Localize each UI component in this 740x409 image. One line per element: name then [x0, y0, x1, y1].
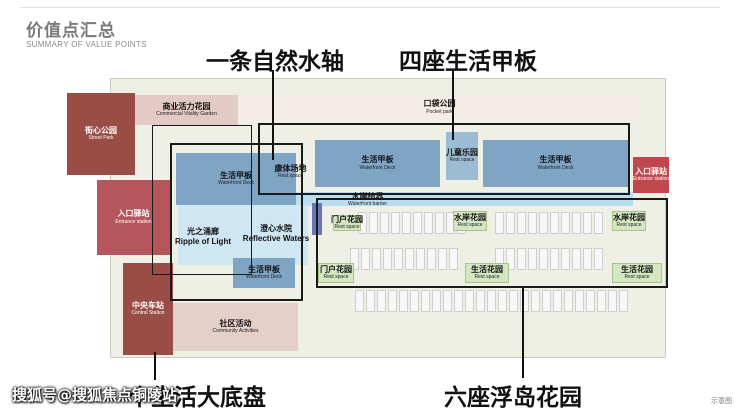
building-row-mid-right — [495, 248, 603, 270]
watermark: 搜狐号@搜狐焦点铜陵站 — [12, 386, 178, 404]
top-divider — [20, 7, 720, 8]
deck-1: 生活甲板 Waterfront Deck — [176, 153, 296, 205]
garden-living-2: 生活花园 Rest space — [612, 263, 662, 283]
community-activities: 社区活动 Community Activities — [173, 303, 298, 351]
frame-left — [170, 143, 303, 301]
entrance-station-left: 入口驿站 Entrance station — [97, 180, 170, 255]
callout-water-axis: 一条自然水轴 — [206, 49, 344, 75]
deck-3: 生活甲板 Waterfront Deck — [483, 140, 628, 187]
kids-park: 儿童乐园 Rest space — [446, 132, 478, 180]
frame-upper — [258, 123, 630, 195]
building-row-lower — [355, 290, 628, 312]
page-subtitle: SUMMARY OF VALUE POINTS — [26, 40, 147, 49]
entrance-station-right: 入口驿站 Entrance station — [633, 157, 669, 193]
street-park: 街心公园 Street Park — [67, 93, 135, 175]
garden-waterfront-2: 水岸花园 Rest space — [612, 211, 646, 231]
leader-ten-thousand-base — [154, 352, 156, 380]
ripple-of-light: 光之涌廊 Ripple of Light — [175, 226, 231, 246]
deck-4: 生活甲板 Waterfront Deck — [233, 258, 295, 288]
callout-ten-thousand-base: 个生活大底盘 — [128, 385, 266, 409]
pocket-park: 口袋公园 Pocket park — [238, 95, 641, 120]
building-row-mid — [350, 248, 458, 270]
water-pool-left — [178, 205, 308, 265]
callout-six-gardens: 六座浮岛花园 — [444, 385, 582, 409]
garden-waterfront-1: 水岸花园 Rest space — [453, 211, 487, 231]
garden-living-1: 生活花园 Rest space — [465, 263, 509, 283]
central-station: 中央车站 Central Station — [123, 263, 173, 355]
schematic-note: 示意图 — [711, 397, 732, 405]
commercial-vitality-garden: 商业活力花园 Commercial Vitality Garden — [135, 95, 238, 125]
leader-four-decks — [452, 70, 454, 140]
garden-gateway-2: 门户花园 Rest space — [318, 263, 354, 283]
frame-lower — [316, 198, 668, 288]
waterfront-barrier: 水岸结界 Waterfront barrier — [348, 191, 387, 208]
sports-field: 康体场地 Rest space — [274, 163, 307, 180]
callout-four-decks: 四座生活甲板 — [399, 49, 537, 75]
deck-2: 生活甲板 Waterfront Deck — [315, 140, 440, 187]
building-row-upper-right — [495, 212, 603, 234]
garden-gateway-1: 门户花园 Rest space — [331, 214, 363, 231]
reflective-waters: 澄心水院 Reflective Waters — [242, 223, 310, 243]
leader-six-gardens — [522, 288, 524, 378]
page-title: 价值点汇总 — [26, 21, 116, 41]
leader-water-axis — [272, 70, 274, 160]
frame-main — [152, 125, 252, 275]
